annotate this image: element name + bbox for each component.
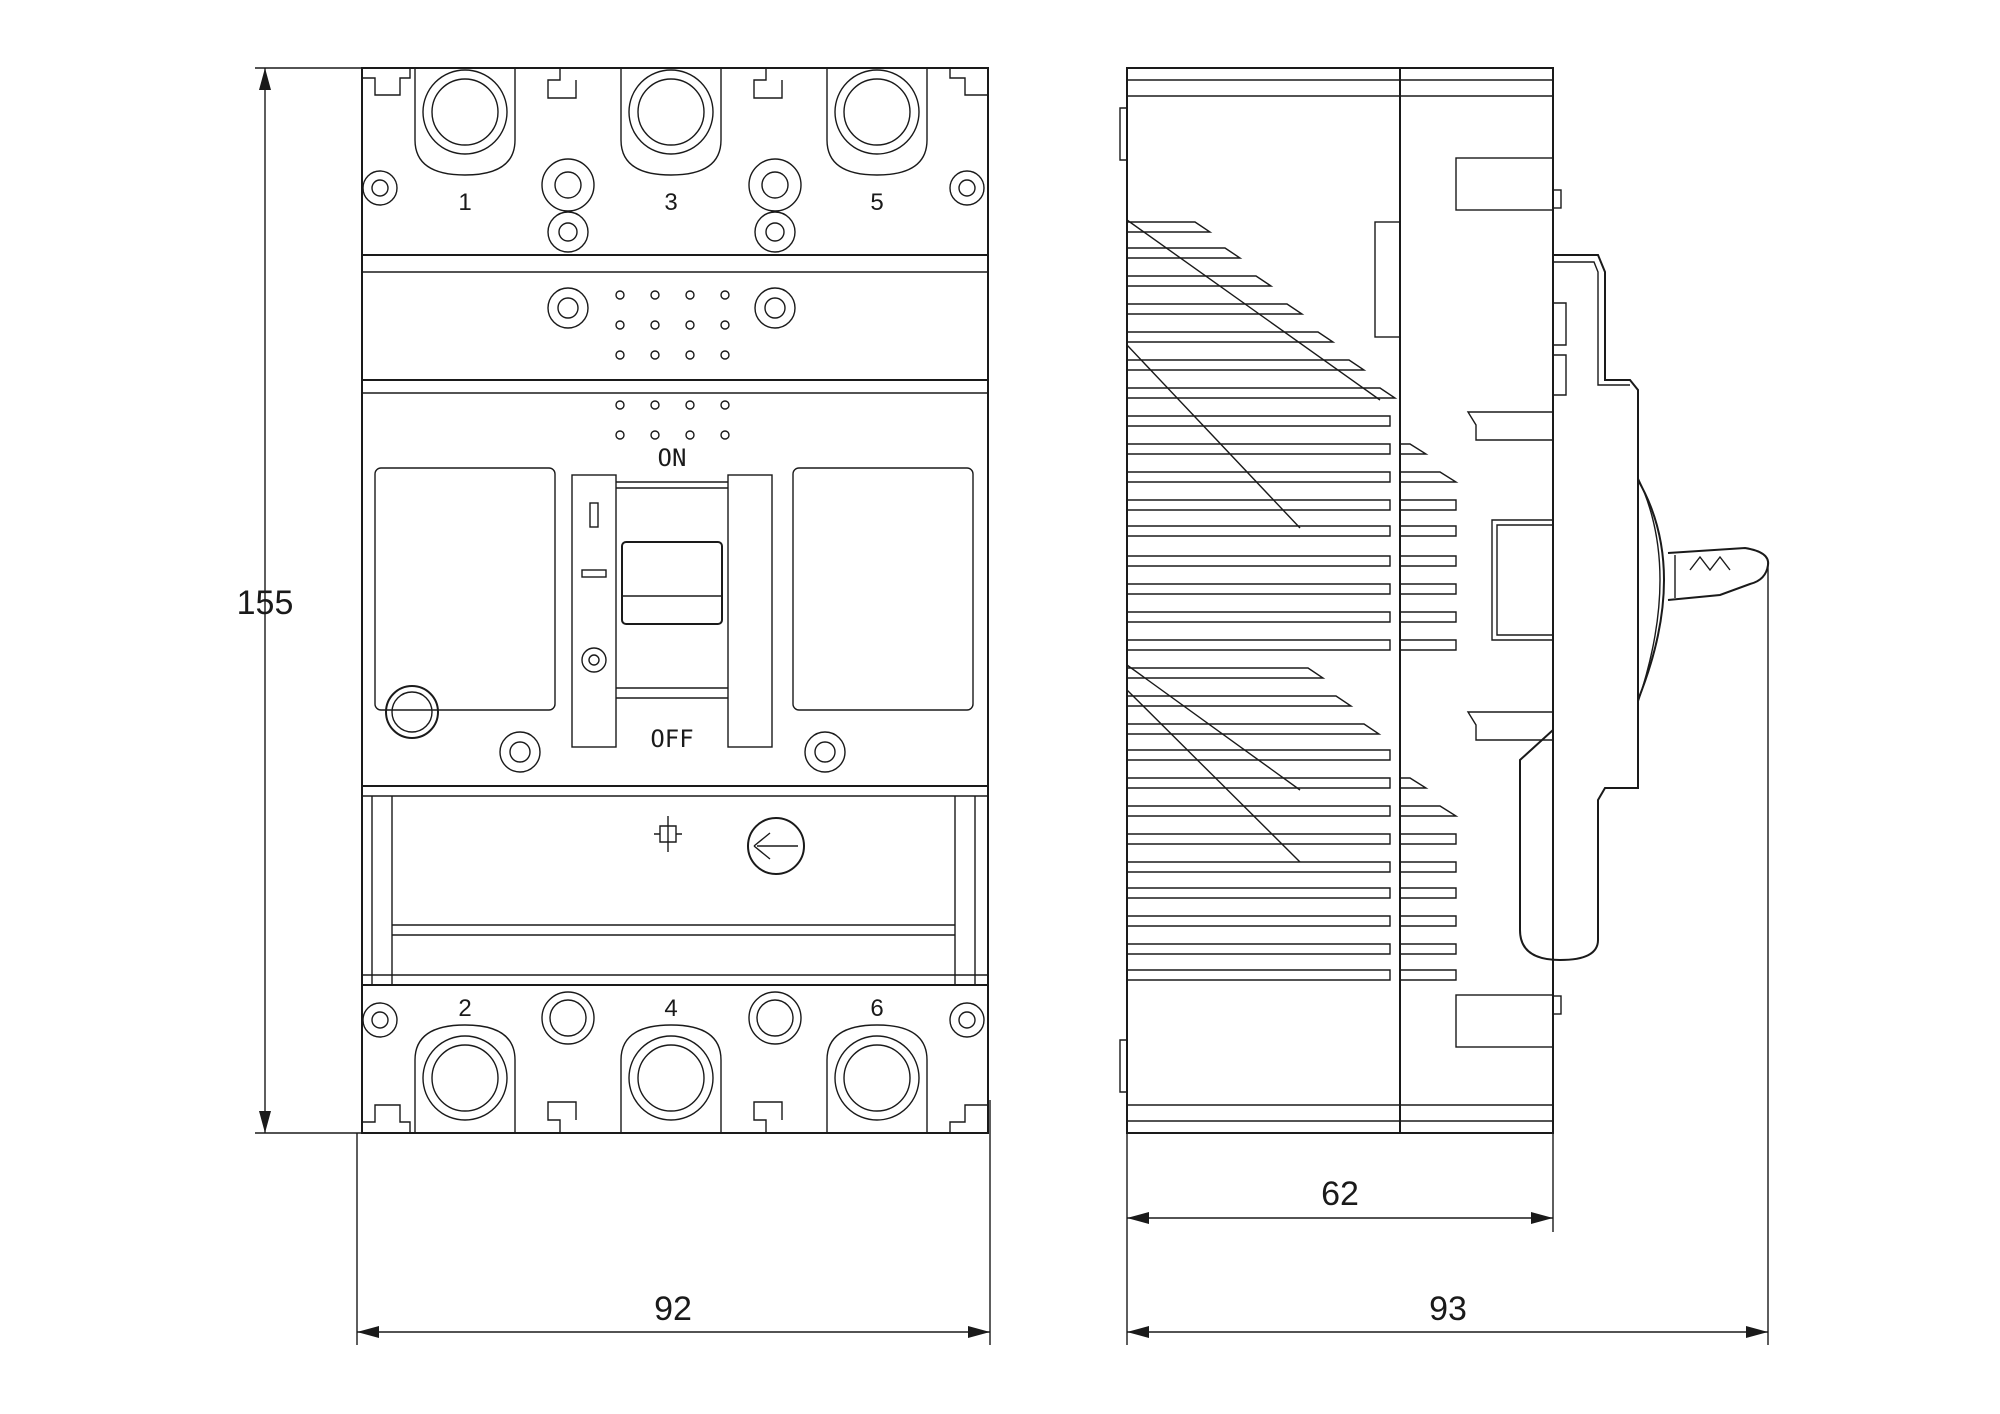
- terminal-6-label: 6: [870, 995, 883, 1022]
- terminal-5-label: 5: [870, 189, 883, 216]
- front-view: [361, 67, 989, 1134]
- switch-off-label: OFF: [650, 725, 693, 753]
- dimension-front-width-label: 92: [654, 1290, 692, 1328]
- side-fins: [1126, 219, 1459, 981]
- switch-on-label: ON: [658, 444, 687, 472]
- terminal-3-label: 3: [664, 189, 677, 216]
- dimension-body-depth-label: 62: [1321, 1175, 1359, 1213]
- terminal-2-label: 2: [458, 995, 471, 1022]
- terminal-4-label: 4: [664, 995, 677, 1022]
- side-view: [1119, 67, 1770, 1134]
- dimension-total-depth-label: 93: [1429, 1290, 1467, 1328]
- dimension-height-label: 155: [237, 584, 294, 622]
- dimension-lines: [255, 67, 1769, 1345]
- terminal-1-label: 1: [458, 189, 471, 216]
